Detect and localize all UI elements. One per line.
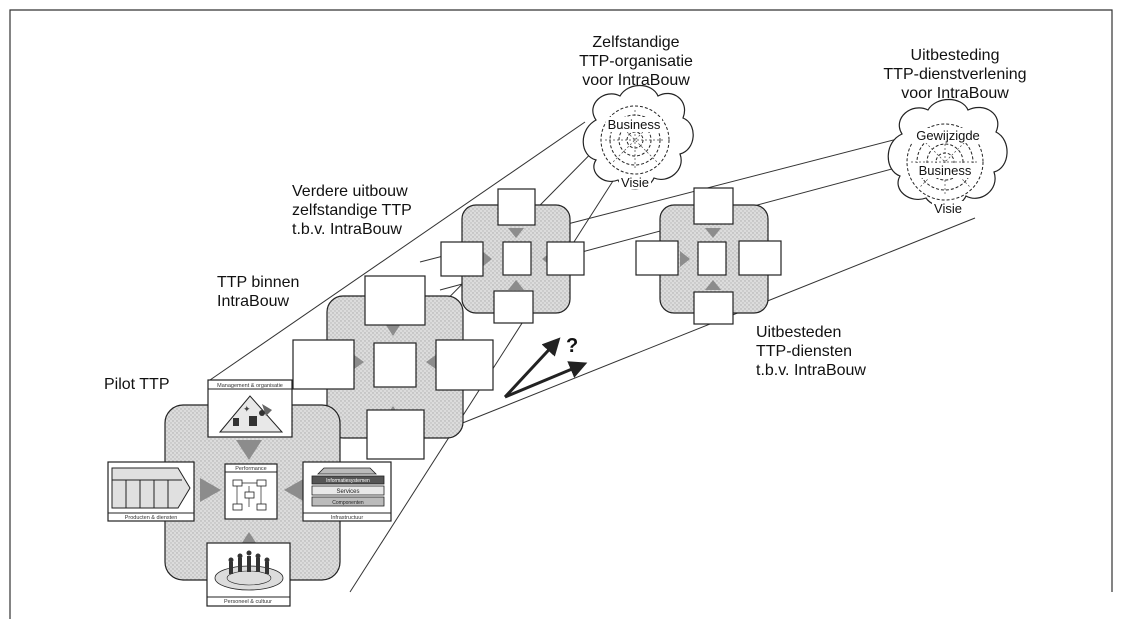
pilot-panel-management: Management & organisatie ✦	[208, 380, 292, 437]
pilot-panel-infrastructure-label: Infrastructuur	[331, 515, 364, 521]
pilot-panel-infrastructure: Infrastructuur Informatiesystemen Servic…	[303, 462, 391, 521]
pilot-panel-infra-row-3: Componenten	[332, 500, 364, 506]
label-zelfstandige-line-1: Zelfstandige	[546, 33, 726, 52]
label-verdere-line-2: zelfstandige TTP	[292, 201, 412, 220]
pilot-panel-performance-label: Performance	[235, 466, 267, 472]
label-zelfstandige-line-3: voor IntraBouw	[546, 71, 726, 90]
label-ttp-binnen-line-2: IntraBouw	[217, 292, 299, 311]
cloud-left-bottom-text: Visie	[621, 175, 649, 190]
decision-arrows: ?	[505, 335, 584, 397]
cloud-right-bottom-text: Visie	[934, 201, 962, 216]
label-ttp-binnen: TTP binnen IntraBouw	[217, 273, 299, 311]
cloud-uitbesteding: Gewijzigde Business Visie	[888, 100, 1007, 217]
label-pilot-ttp: Pilot TTP	[104, 375, 170, 394]
label-uitbesteding-line-1: Uitbesteding	[855, 46, 1055, 65]
label-uitbesteden-line-1: Uitbesteden	[756, 323, 866, 342]
label-zelfstandige: Zelfstandige TTP-organisatie voor IntraB…	[546, 33, 726, 90]
label-verdere-uitbouw: Verdere uitbouw zelfstandige TTP t.b.v. …	[292, 182, 412, 239]
label-uitbesteding-line-2: TTP-dienstverlening	[855, 65, 1055, 84]
label-zelfstandige-line-2: TTP-organisatie	[546, 52, 726, 71]
cloud-zelfstandige: Business Visie	[583, 86, 693, 191]
label-uitbesteding-line-3: voor IntraBouw	[855, 84, 1055, 103]
stage-zelfstandige-cluster	[441, 189, 584, 323]
svg-text:✦: ✦	[243, 404, 251, 414]
pilot-panel-personnel-label: Personeel & cultuur	[224, 599, 272, 605]
cloud-left-top-text: Business	[608, 117, 661, 132]
label-ttp-binnen-line-1: TTP binnen	[217, 273, 299, 292]
pilot-panel-products-label: Producten & diensten	[125, 515, 178, 521]
stage-uitbesteden-cluster	[636, 188, 781, 324]
pilot-panel-management-label: Management & organisatie	[217, 383, 283, 389]
pilot-panel-infra-row-2: Services	[336, 489, 359, 495]
cloud-right-middle-text: Business	[919, 163, 972, 178]
label-uitbesteden-line-2: TTP-diensten	[756, 342, 866, 361]
label-uitbesteden-line-3: t.b.v. IntraBouw	[756, 361, 866, 380]
cloud-right-top-text: Gewijzigde	[916, 128, 980, 143]
label-uitbesteding: Uitbesteding TTP-dienstverlening voor In…	[855, 46, 1055, 103]
pilot-panel-products: Producten & diensten	[108, 462, 194, 521]
pilot-panel-performance: Performance	[225, 464, 277, 519]
pilot-panel-infra-row-1: Informatiesystemen	[326, 478, 370, 484]
label-verdere-line-1: Verdere uitbouw	[292, 182, 412, 201]
question-mark: ?	[566, 335, 578, 357]
pilot-panel-personnel: Personeel & cultuur	[207, 543, 290, 606]
label-verdere-line-3: t.b.v. IntraBouw	[292, 220, 412, 239]
label-uitbesteden: Uitbesteden TTP-diensten t.b.v. IntraBou…	[756, 323, 866, 380]
